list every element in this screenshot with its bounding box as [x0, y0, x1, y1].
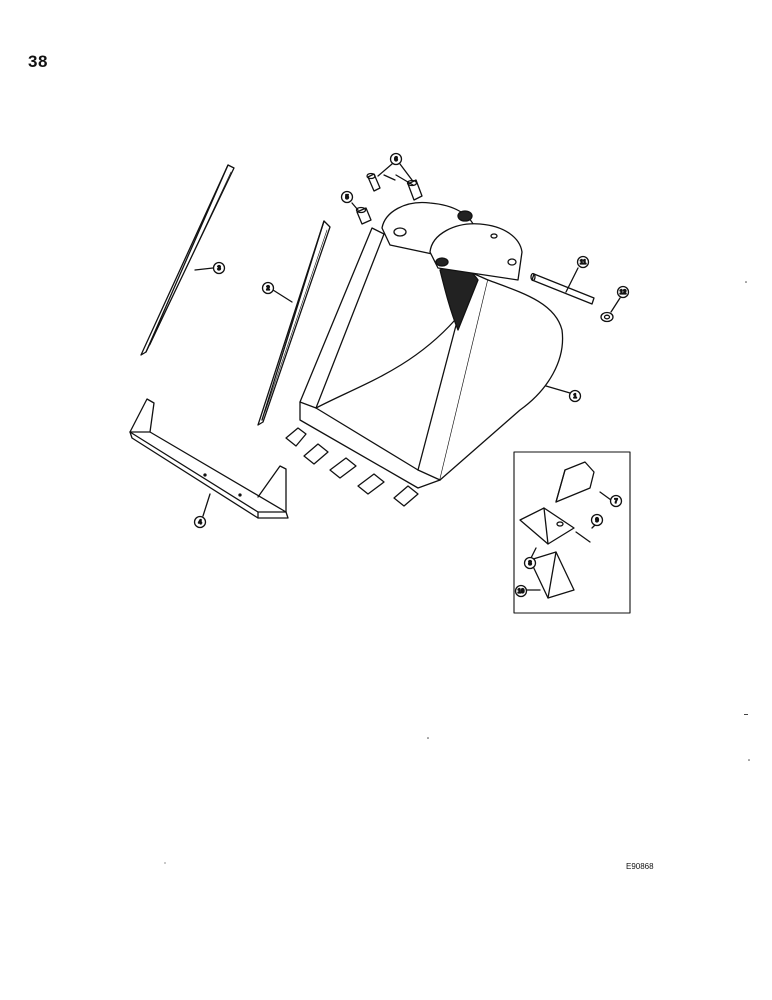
- callout-6: 6: [394, 157, 398, 163]
- callout-4: 4: [198, 520, 202, 526]
- bushings: [366, 172, 423, 201]
- callout-1: 1: [573, 394, 577, 400]
- page-number: 38: [28, 52, 48, 71]
- retainer: [600, 311, 614, 323]
- callouts: 1 2 3 4 5 6 7: [193, 152, 630, 598]
- wear-strip: [129, 398, 289, 519]
- callout-7: 7: [614, 499, 618, 505]
- callout-3: 3: [217, 266, 221, 272]
- callout-5: 5: [345, 195, 349, 201]
- scan-specks: [164, 281, 750, 864]
- callout-12: 12: [620, 290, 627, 296]
- callout-8: 8: [528, 561, 532, 567]
- callout-9: 9: [595, 518, 599, 524]
- side-cutter-left: [140, 164, 235, 356]
- figure-code: E90868: [626, 862, 654, 871]
- side-cutter-right: [257, 220, 331, 426]
- pivot-pin: [530, 267, 595, 305]
- tooth-inset: [513, 451, 631, 614]
- callout-10: 10: [518, 589, 525, 595]
- callout-11: 11: [580, 260, 587, 266]
- bucket: [285, 201, 564, 507]
- callout-2: 2: [266, 286, 270, 292]
- bushing: [355, 206, 372, 225]
